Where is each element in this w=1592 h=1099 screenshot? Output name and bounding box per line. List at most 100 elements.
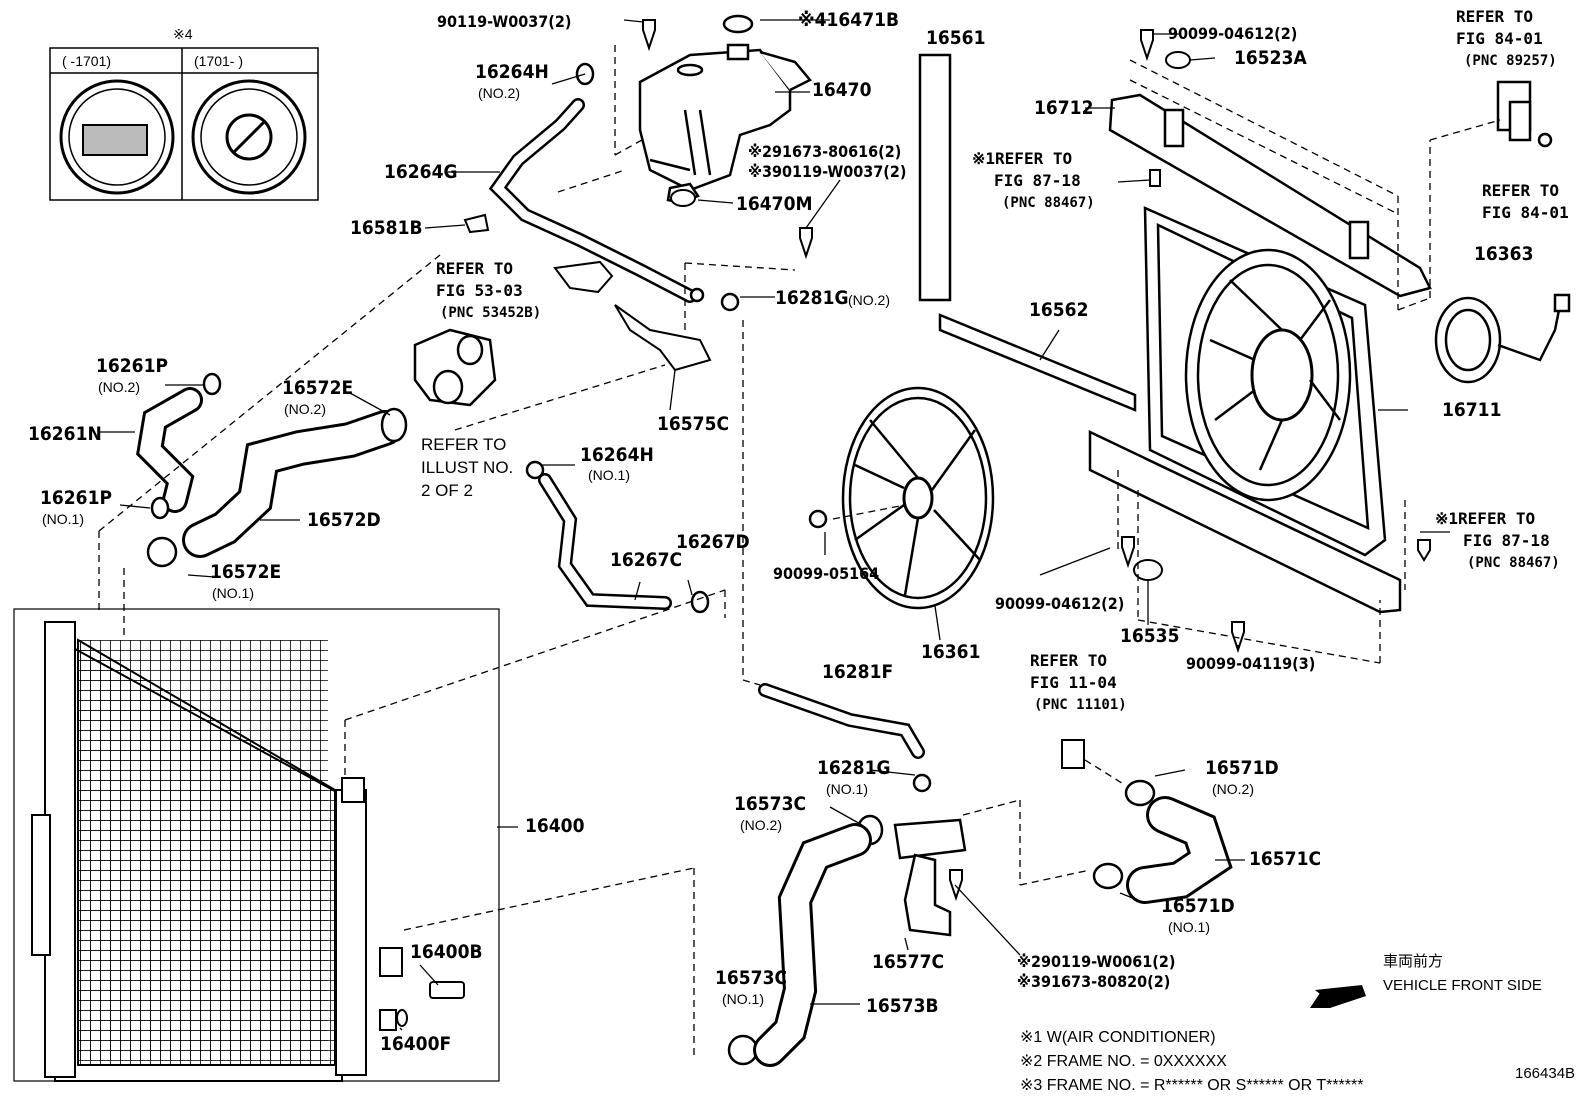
part-90119-w0061[interactable]: ※290119-W0061(2): [1017, 952, 1176, 971]
footnote-2: ※2 FRAME NO. = 0XXXXXX: [1020, 1053, 1227, 1070]
part-16572d[interactable]: 16572D: [307, 509, 381, 531]
part-16581b[interactable]: 16581B: [350, 217, 423, 239]
part-90099-05164[interactable]: 90099-05164: [773, 564, 880, 583]
radiator-16400: [13, 608, 500, 1082]
part-16264h-no1[interactable]: 16264H: [580, 444, 654, 466]
part-16281f[interactable]: 16281F: [822, 661, 894, 683]
part-90119-w0037[interactable]: 90119-W0037(2): [437, 12, 572, 31]
part-90119-w0037-alt[interactable]: ※390119-W0037(2): [748, 162, 907, 181]
part-16573c-no2-sub: (NO.2): [740, 817, 782, 833]
hose-16572d: [182, 410, 403, 558]
part-16572e-no1[interactable]: 16572E: [210, 561, 282, 583]
part-16575c[interactable]: 16575C: [657, 413, 730, 435]
part-90099-04612-top[interactable]: 90099-04612(2): [1168, 24, 1298, 43]
hose-16267c: [538, 473, 672, 610]
ref-illust-line2: ILLUST NO.: [421, 458, 514, 477]
part-16711[interactable]: 16711: [1442, 399, 1502, 421]
part-16562[interactable]: 16562: [1029, 299, 1089, 321]
fan-motor-16363: [1434, 293, 1571, 384]
part-91673-80616[interactable]: ※291673-80616(2): [748, 142, 902, 161]
ref-fig11-line2: FIG 11-04: [1030, 673, 1117, 692]
part-16573c-no2[interactable]: 16573C: [734, 793, 807, 815]
part-16572e-no2[interactable]: 16572E: [282, 377, 354, 399]
ref-fig11-04[interactable]: REFER TO FIG 11-04 (PNC 11101): [1030, 650, 1127, 716]
footnote-1: ※1 W(AIR CONDITIONER): [1020, 1029, 1216, 1046]
part-16361[interactable]: 16361: [921, 641, 981, 663]
upper-support-16712: [1108, 93, 1432, 298]
part-16261n[interactable]: 16261N: [28, 423, 102, 445]
inset-marker: ※4: [173, 26, 193, 42]
relay: [1496, 80, 1553, 148]
ref-illust-line3: 2 OF 2: [421, 481, 473, 500]
part-16281g-no2-sub: (NO.2): [848, 292, 890, 308]
ref-fig87-right-line3: (PNC 88467): [1467, 555, 1560, 571]
ref-fig84-01-b[interactable]: REFER TO FIG 84-01: [1482, 180, 1569, 224]
part-16572e-no1-sub: (NO.1): [212, 585, 254, 601]
part-16264g[interactable]: 16264G: [384, 161, 458, 183]
part-16261p-no2[interactable]: 16261P: [96, 355, 168, 377]
part-16523a[interactable]: 16523A: [1234, 47, 1307, 69]
ref-fig87-18-top[interactable]: ※1REFER TO FIG 87-18 (PNC 88467): [972, 148, 1095, 214]
part-16577c[interactable]: 16577C: [872, 951, 945, 973]
part-16573c-no1-sub: (NO.1): [722, 991, 764, 1007]
part-16261p-no1[interactable]: 16261P: [40, 487, 112, 509]
ref-illust-no2[interactable]: REFER TO ILLUST NO. 2 OF 2: [421, 433, 513, 502]
hose-16261n: [136, 387, 203, 513]
part-16261p-no2-sub: (NO.2): [98, 379, 140, 395]
part-16264h-no1-sub: (NO.1): [588, 467, 630, 483]
ref-fig87-18-right[interactable]: ※1REFER TO FIG 87-18 (PNC 88467): [1435, 508, 1560, 574]
ref-fig53-line1: REFER TO: [436, 259, 514, 278]
part-16400b[interactable]: 16400B: [410, 941, 483, 963]
part-90099-04612-mid[interactable]: 90099-04612(2): [995, 594, 1125, 613]
reserve-tank-16470: [638, 14, 812, 205]
part-16470m[interactable]: 16470M: [736, 193, 813, 215]
ref-fig11-line3: (PNC 11101): [1034, 697, 1127, 713]
part-16535[interactable]: 16535: [1120, 625, 1180, 647]
cooling-fan-16361: [841, 386, 995, 610]
part-16400[interactable]: 16400: [525, 815, 585, 837]
part-16571c[interactable]: 16571C: [1249, 848, 1322, 870]
part-16470[interactable]: 16470: [812, 79, 872, 101]
ref-fig87-top-line1: ※1REFER TO: [972, 149, 1073, 168]
part-16561[interactable]: 16561: [926, 27, 986, 49]
part-16571d-no2-sub: (NO.2): [1212, 781, 1254, 797]
part-16571d-no1[interactable]: 16571D: [1161, 895, 1235, 917]
part-16281g-no2[interactable]: 16281G: [775, 287, 849, 309]
part-91673-80820[interactable]: ※391673-80820(2): [1017, 972, 1171, 991]
ref-fig53-03[interactable]: REFER TO FIG 53-03 (PNC 53452B): [436, 258, 541, 324]
hose-16571c: [1061, 739, 1233, 904]
vehicle-front-label-jp: 車両前方: [1383, 953, 1444, 970]
part-16571d-no1-sub: (NO.1): [1168, 919, 1210, 935]
ref-fig84-01-a[interactable]: REFER TO FIG 84-01 (PNC 89257): [1456, 6, 1557, 72]
ref-fig53-line2: FIG 53-03: [436, 281, 523, 300]
part-16572e-no2-sub: (NO.2): [284, 401, 326, 417]
part-90099-04119[interactable]: 90099-04119(3): [1186, 654, 1316, 673]
part-16471b[interactable]: ※416471B: [798, 9, 900, 31]
part-16281g-no1[interactable]: 16281G: [817, 757, 891, 779]
ref-fig87-top-line3: (PNC 88467): [1002, 195, 1095, 211]
dashed-guides: [98, 45, 1501, 1055]
part-16573b[interactable]: 16573B: [866, 995, 939, 1017]
ref-fig87-top-line2: FIG 87-18: [994, 171, 1081, 190]
part-16400f[interactable]: 16400F: [380, 1033, 452, 1055]
vehicle-front-label-en: VEHICLE FRONT SIDE: [1383, 977, 1542, 994]
drain-plug: [396, 981, 465, 1027]
fan-shroud-16711: [1088, 206, 1402, 614]
part-16573c-no1[interactable]: 16573C: [715, 967, 788, 989]
part-16281g-no1-sub: (NO.1): [826, 781, 868, 797]
part-16267c[interactable]: 16267C: [610, 549, 683, 571]
part-16571d-no2[interactable]: 16571D: [1205, 757, 1279, 779]
part-16712[interactable]: 16712: [1034, 97, 1094, 119]
ref-fig11-line1: REFER TO: [1030, 651, 1108, 670]
ref-fig84-b-line2: FIG 84-01: [1482, 203, 1569, 222]
part-16264h-no2[interactable]: 16264H: [475, 61, 549, 83]
hose-16281f: [758, 683, 925, 759]
part-16267d[interactable]: 16267D: [676, 531, 750, 553]
ref-fig84-a-line3: (PNC 89257): [1464, 53, 1557, 69]
part-16363[interactable]: 16363: [1474, 243, 1534, 265]
inset-column-right: (1701- ): [194, 53, 244, 69]
hose-16573b: [753, 823, 872, 1067]
pipe-16577c: [893, 818, 967, 937]
ref-fig87-right-line1: ※1REFER TO: [1435, 509, 1536, 528]
